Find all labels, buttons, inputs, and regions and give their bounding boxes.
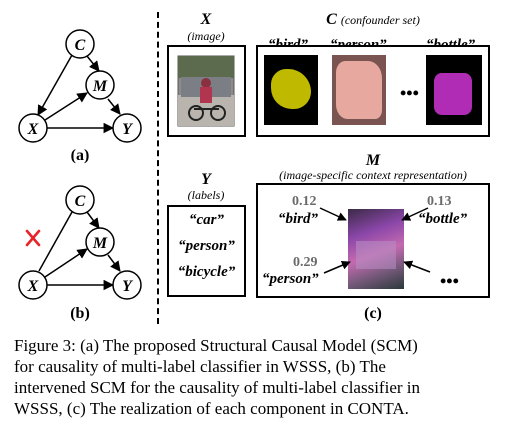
node-x <box>18 270 48 300</box>
figure-caption: Figure 3: (a) The proposed Structural Ca… <box>14 335 500 419</box>
node-c <box>65 185 95 215</box>
context-representation-image <box>348 209 404 289</box>
edge-c-x-removed <box>38 211 73 272</box>
c-item-bird-mask <box>264 55 318 125</box>
caption-line-1: Figure 3: (a) The proposed Structural Ca… <box>14 336 418 355</box>
node-x <box>18 113 48 143</box>
y-label-person: “person” <box>178 238 235 254</box>
node-x-label: X <box>27 121 39 138</box>
arrow-person <box>323 261 351 274</box>
intervention-cross-icon <box>25 229 41 247</box>
caption-line-2: for causality of multi-label classifier … <box>14 357 386 376</box>
arrow-bird <box>319 207 347 221</box>
node-c-label: C <box>75 193 86 210</box>
m-box-pointer-arrows <box>319 207 431 274</box>
subfigure-c-label: (c) <box>364 305 382 322</box>
c-item-person-mask <box>332 55 386 125</box>
node-c-label: C <box>75 37 86 54</box>
caption-line-4: WSSS, (c) The realization of each compon… <box>14 399 409 418</box>
dashed-divider <box>157 12 159 324</box>
x-box-subtitle: (image) <box>187 29 225 43</box>
edge-c-m <box>86 55 100 72</box>
y-label-bicycle: “bicycle” <box>177 264 236 280</box>
input-image <box>177 55 235 127</box>
edge-c-x <box>37 54 73 116</box>
m-box-ellipsis: ••• <box>440 271 459 291</box>
subfigure-a-label: (a) <box>71 147 90 164</box>
node-m <box>85 70 115 100</box>
c-box-title: C <box>326 11 337 28</box>
m-value-bottle: 0.13 <box>427 194 452 209</box>
m-box-title: M <box>365 152 381 169</box>
m-value-person: 0.29 <box>293 255 318 270</box>
m-label-bird: “bird” <box>278 211 319 227</box>
c-box-subtitle: (confounder set) <box>340 13 420 27</box>
c-box-heading: C (confounder set) <box>256 11 490 29</box>
edge-m-y <box>107 98 121 115</box>
node-c <box>65 29 95 59</box>
edge-m-y <box>107 254 121 272</box>
node-y <box>112 270 142 300</box>
node-y-label: Y <box>122 121 133 138</box>
edge-x-m <box>44 248 88 278</box>
c-item-bottle-mask <box>426 55 482 125</box>
node-y <box>112 113 142 143</box>
m-box <box>256 183 490 298</box>
node-x-label: X <box>27 278 39 295</box>
arrow-bottle <box>401 207 429 221</box>
m-value-bird: 0.12 <box>292 194 317 209</box>
edge-x-m <box>44 92 88 121</box>
subfigure-b-label: (b) <box>70 305 90 322</box>
m-label-bottle: “bottle” <box>418 211 468 227</box>
m-box-subtitle: (image-specific context representation) <box>279 168 467 182</box>
c-box-ellipsis: ••• <box>400 83 419 103</box>
scm-diagram-a: C M X Y (a) <box>18 29 142 164</box>
node-m-label: M <box>92 78 108 95</box>
y-box-subtitle: (labels) <box>187 188 225 202</box>
x-box-title: X <box>200 11 212 28</box>
m-label-person: “person” <box>262 271 319 287</box>
edge-c-m <box>86 211 100 229</box>
node-m <box>85 227 115 257</box>
caption-line-3: intervened SCM for the causality of mult… <box>14 378 420 397</box>
scm-diagram-b: C M X Y (b) <box>18 185 142 322</box>
x-box <box>167 45 246 137</box>
c-box: ••• <box>256 45 490 137</box>
y-box-title: Y <box>201 171 211 188</box>
y-label-car: “car” <box>189 212 224 228</box>
y-box <box>167 205 246 297</box>
node-y-label: Y <box>122 278 133 295</box>
arrow-ellipsis <box>403 260 431 273</box>
node-m-label: M <box>92 235 108 252</box>
